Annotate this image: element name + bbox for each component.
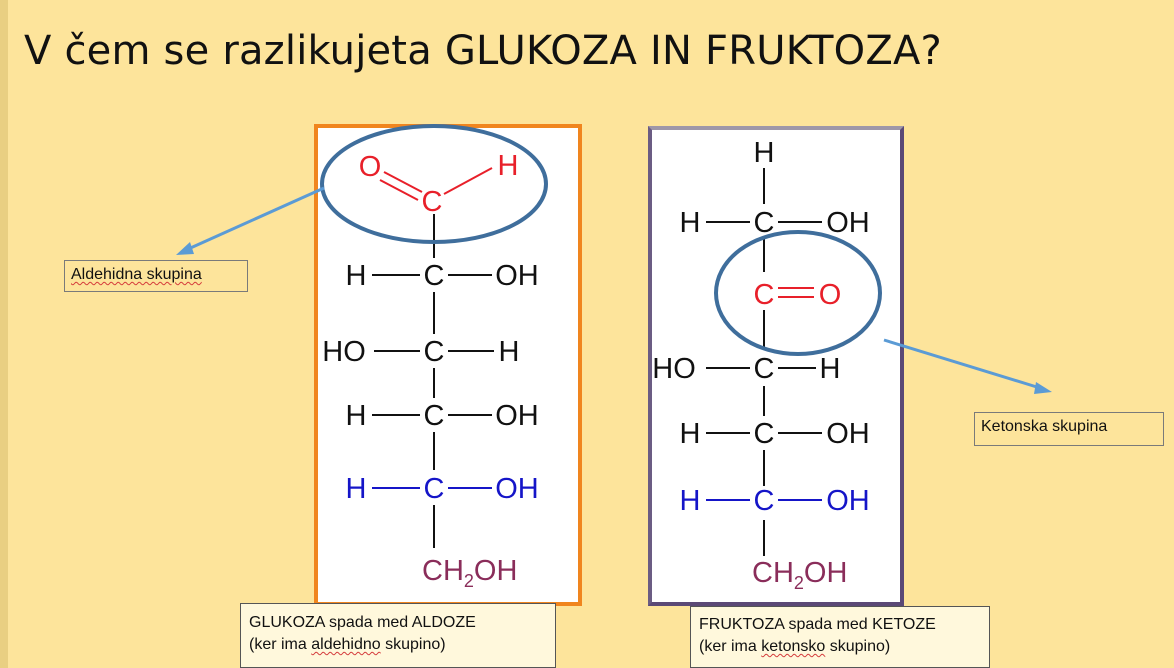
glucose-row-4: H C OH [346,473,539,505]
glucose-row-1: H C OH [346,260,539,292]
glucose-caption-line2: (ker ima aldehidno skupino) [249,636,446,653]
glucose-row-3: H C OH [346,400,539,432]
glucose-aldehyde-O: O [359,151,382,183]
svg-text:OH: OH [495,260,539,292]
svg-text:H: H [820,353,841,385]
svg-text:H: H [754,137,775,169]
svg-text:C: C [754,418,775,450]
svg-text:OH: OH [495,400,539,432]
ketone-highlight-circle [714,230,882,356]
fructose-tail: CH2OH [752,557,847,593]
svg-text:C: C [424,260,445,292]
svg-text:CH2OH: CH2OH [752,557,847,593]
svg-text:C: C [424,336,445,368]
glucose-aldehyde-H: H [498,150,519,182]
svg-text:C: C [754,207,775,239]
ketone-group-label: Ketonska skupina [974,412,1164,446]
svg-text:C: C [424,473,445,505]
svg-text:H: H [680,207,701,239]
aldehyde-group-label: Aldehidna skupina [64,260,248,292]
glucose-aldehyde-group: O H C [359,150,519,218]
svg-text:OH: OH [826,418,870,450]
fructose-keto-group: C O [754,279,842,311]
svg-text:C: C [754,353,775,385]
glucose-row-2: HO C H [322,336,519,368]
svg-text:H: H [680,485,701,517]
fructose-panel [648,126,904,606]
svg-text:HO: HO [322,336,366,368]
svg-text:C: C [424,400,445,432]
svg-text:HO: HO [652,353,696,385]
fructose-row-1: H C OH [680,207,870,239]
glucose-caption-line1: GLUKOZA spada med ALDOZE [249,614,476,631]
svg-text:OH: OH [826,485,870,517]
svg-text:OH: OH [495,473,539,505]
svg-text:CH2OH: CH2OH [422,555,517,591]
svg-text:H: H [346,260,367,292]
fructose-caption-line2: (ker ima ketonsko skupino) [699,638,891,655]
svg-text:OH: OH [826,207,870,239]
svg-text:H: H [680,418,701,450]
fructose-row-4: H C OH [680,485,870,517]
slide-left-edge [0,0,8,668]
fructose-caption-line1: FRUKTOZA spada med KETOZE [699,616,936,633]
aldehyde-highlight-circle [320,124,548,244]
svg-text:C: C [754,485,775,517]
fructose-keto-O: O [819,279,842,311]
glucose-tail: CH2OH [422,555,517,591]
glucose-aldehyde-bonds [379,167,493,201]
aldehyde-arrow [176,186,325,255]
fructose-row-3: H C OH [680,418,870,450]
glucose-caption: GLUKOZA spada med ALDOZE (ker ima aldehi… [240,603,556,668]
fructose-row-2: HO C H [652,353,840,385]
fructose-top-H: H [754,137,775,169]
glucose-aldehyde-C: C [422,186,443,218]
svg-text:H: H [499,336,520,368]
svg-text:H: H [346,473,367,505]
ketone-arrow [883,338,1052,394]
fructose-caption: FRUKTOZA spada med KETOZE (ker ima keton… [690,606,990,668]
slide-title: V čem se razlikujeta GLUKOZA IN FRUKTOZA… [24,28,942,74]
fructose-keto-C: C [754,279,775,311]
svg-text:H: H [346,400,367,432]
